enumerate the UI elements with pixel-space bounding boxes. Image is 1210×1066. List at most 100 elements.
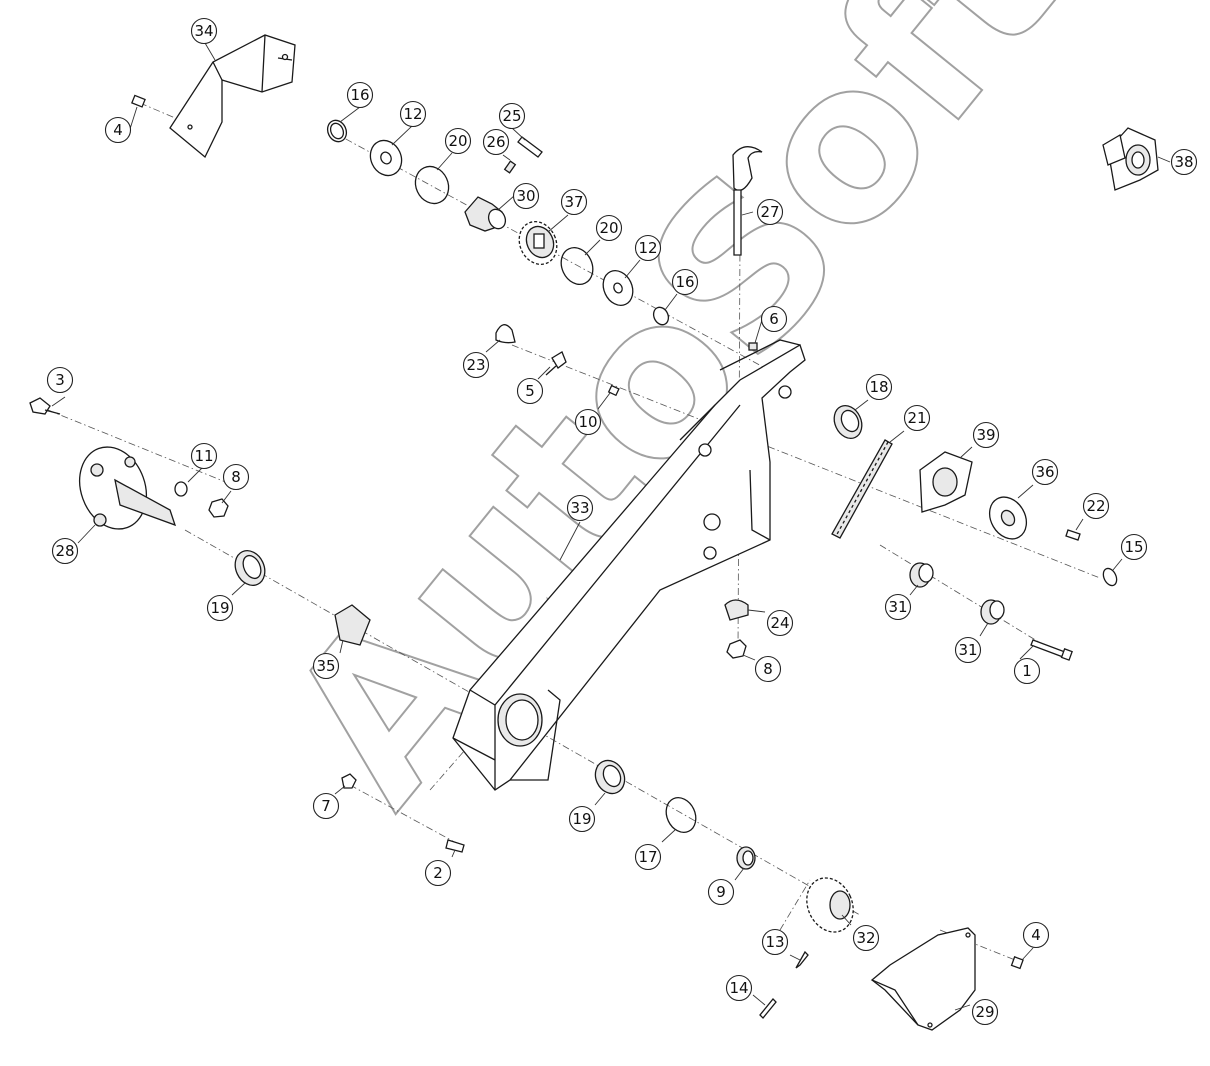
part-26-spring bbox=[503, 160, 517, 174]
svg-text:10: 10 bbox=[578, 413, 597, 431]
svg-text:8: 8 bbox=[763, 660, 773, 678]
callout-20-top: 20 bbox=[444, 127, 472, 155]
part-29-guard-plate bbox=[870, 927, 976, 1031]
part-12-washer-upper bbox=[369, 139, 403, 177]
part-23-knob bbox=[495, 324, 516, 344]
part-22-bolt bbox=[1065, 529, 1081, 541]
part-32-sprocket-lower bbox=[806, 877, 854, 933]
part-7-nut bbox=[341, 773, 357, 789]
part-8-nut-center bbox=[726, 639, 747, 659]
part-31-bushing-b bbox=[980, 599, 1005, 625]
part-35-spacer-tube bbox=[334, 604, 371, 646]
callout-18: 18 bbox=[865, 373, 893, 401]
part-10-nut bbox=[607, 384, 620, 397]
part-20-oring-upper bbox=[414, 165, 450, 205]
callout-7: 7 bbox=[312, 792, 340, 820]
part-3-bolt bbox=[29, 397, 61, 415]
svg-text:19: 19 bbox=[210, 599, 229, 617]
part-15-circlip bbox=[1102, 567, 1118, 587]
part-20-oring-lower bbox=[560, 247, 594, 285]
part-5-wing-bolt bbox=[545, 351, 567, 376]
svg-text:8: 8 bbox=[231, 468, 241, 486]
svg-text:26: 26 bbox=[486, 133, 505, 151]
part-8-nut-left bbox=[208, 498, 229, 518]
svg-text:35: 35 bbox=[316, 657, 335, 675]
callout-3: 3 bbox=[46, 366, 74, 394]
callout-19-left: 19 bbox=[206, 594, 234, 622]
part-14-pin bbox=[759, 998, 777, 1019]
svg-text:17: 17 bbox=[638, 848, 657, 866]
callout-26: 26 bbox=[482, 128, 510, 156]
svg-text:25: 25 bbox=[502, 107, 521, 125]
callout-4-bottom: 4 bbox=[1022, 921, 1050, 949]
part-21-chain bbox=[831, 439, 893, 539]
svg-text:12: 12 bbox=[403, 105, 422, 123]
leader-lines bbox=[51, 42, 1171, 1011]
callout-10: 10 bbox=[574, 408, 602, 436]
callout-17: 17 bbox=[634, 843, 662, 871]
callout-4-top: 4 bbox=[104, 116, 132, 144]
callout-38: 38 bbox=[1170, 148, 1198, 176]
svg-text:5: 5 bbox=[525, 382, 535, 400]
part-28-wheel-hub bbox=[79, 446, 177, 530]
part-12-washer-lower bbox=[602, 269, 634, 307]
callout-13: 13 bbox=[761, 928, 789, 956]
callout-16-top: 16 bbox=[346, 81, 374, 109]
svg-text:13: 13 bbox=[765, 933, 784, 951]
part-37-sprocket-upper bbox=[518, 221, 558, 265]
callout-39: 39 bbox=[972, 421, 1000, 449]
callout-8-center: 8 bbox=[754, 655, 782, 683]
svg-text:28: 28 bbox=[55, 542, 74, 560]
svg-text:18: 18 bbox=[869, 378, 888, 396]
callout-24: 24 bbox=[766, 609, 794, 637]
callout-12-mid: 12 bbox=[634, 234, 662, 262]
callout-37: 37 bbox=[560, 188, 588, 216]
callout-16-mid: 16 bbox=[671, 268, 699, 296]
callout-28: 28 bbox=[51, 537, 79, 565]
part-16-circlip-upper bbox=[326, 119, 348, 143]
part-1-long-bolt bbox=[1030, 639, 1073, 661]
svg-text:23: 23 bbox=[466, 356, 485, 374]
svg-text:19: 19 bbox=[572, 810, 591, 828]
part-18-bearing bbox=[833, 404, 863, 440]
callout-29: 29 bbox=[971, 998, 999, 1026]
svg-text:7: 7 bbox=[321, 797, 331, 815]
svg-text:34: 34 bbox=[194, 22, 213, 40]
part-6-nut bbox=[748, 342, 758, 351]
callout-22: 22 bbox=[1082, 492, 1110, 520]
part-27-shift-lever bbox=[732, 146, 763, 256]
part-24-clamp bbox=[724, 599, 749, 621]
svg-text:2: 2 bbox=[433, 864, 443, 882]
callout-5: 5 bbox=[516, 377, 544, 405]
svg-text:3: 3 bbox=[55, 371, 65, 389]
svg-text:20: 20 bbox=[599, 219, 618, 237]
callout-27: 27 bbox=[756, 198, 784, 226]
svg-text:14: 14 bbox=[729, 979, 748, 997]
part-16-circlip-lower bbox=[652, 306, 670, 326]
callout-35: 35 bbox=[312, 652, 340, 680]
callout-25: 25 bbox=[498, 102, 526, 130]
part-13-pin bbox=[795, 950, 809, 969]
part-4-screw-bottom bbox=[1010, 956, 1024, 970]
svg-text:11: 11 bbox=[194, 447, 213, 465]
callout-14: 14 bbox=[725, 974, 753, 1002]
part-31-bushing-a bbox=[909, 562, 934, 588]
svg-text:32: 32 bbox=[856, 929, 875, 947]
callout-31-a: 31 bbox=[884, 593, 912, 621]
callout-2: 2 bbox=[424, 859, 452, 887]
part-19-bearing-lower bbox=[594, 759, 626, 795]
part-33-main-arm bbox=[452, 339, 806, 791]
callout-21: 21 bbox=[903, 404, 931, 432]
svg-text:31: 31 bbox=[958, 641, 977, 659]
svg-text:29: 29 bbox=[975, 1003, 994, 1021]
callout-15: 15 bbox=[1120, 533, 1148, 561]
callout-12-top: 12 bbox=[399, 100, 427, 128]
part-9-seal bbox=[736, 846, 756, 870]
callout-31-b: 31 bbox=[954, 636, 982, 664]
svg-text:16: 16 bbox=[675, 273, 694, 291]
svg-text:24: 24 bbox=[770, 614, 789, 632]
svg-text:30: 30 bbox=[516, 187, 535, 205]
svg-text:31: 31 bbox=[888, 598, 907, 616]
svg-text:16: 16 bbox=[350, 86, 369, 104]
svg-text:37: 37 bbox=[564, 193, 583, 211]
